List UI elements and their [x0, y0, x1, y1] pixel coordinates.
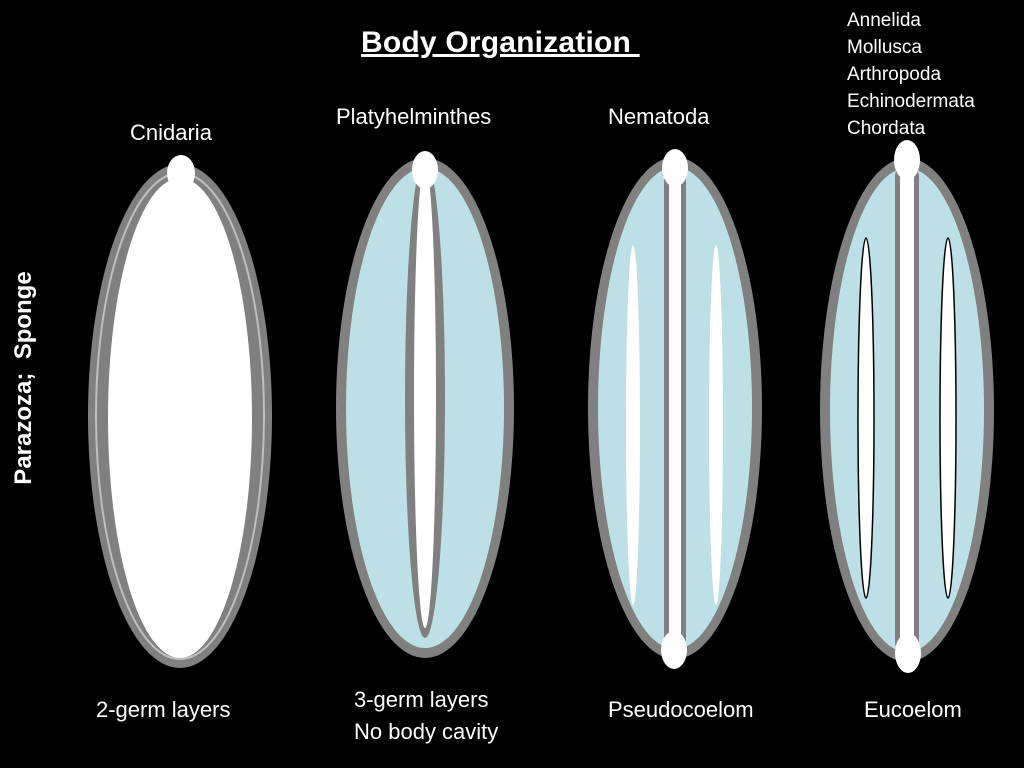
phylum-echinodermata: Echinodermata [847, 91, 975, 112]
platyhelminthes-body-plan [336, 151, 514, 658]
page-title: Body Organization [361, 26, 640, 59]
caption-eucoelomate: Eucoelom [864, 694, 962, 726]
caption-line: 2-germ layers [96, 697, 231, 722]
eucoelomate-gut [900, 168, 914, 650]
phylum-mollusca: Mollusca [847, 37, 922, 58]
eucoelomate-mouth [894, 140, 920, 180]
nematoda-mouth [662, 149, 688, 187]
eucoelomate-body-plan [820, 140, 994, 673]
caption-nematoda: Pseudocoelom [608, 694, 754, 726]
nematoda-anus [661, 631, 687, 669]
caption-platyhelminthes: 3-germ layers No body cavity [354, 684, 498, 748]
label-nematoda: Nematoda [608, 104, 710, 129]
cnidaria-body-plan [88, 155, 272, 668]
phylum-annelida: Annelida [847, 10, 921, 31]
caption-line: No body cavity [354, 719, 499, 744]
nematoda-gut [669, 172, 681, 646]
eucoelomate-anus [895, 633, 921, 673]
nematoda-body-plan [588, 149, 762, 669]
cnidaria-mouth [167, 155, 195, 191]
phyla-list: Annelida Mollusca Arthropoda Echinoderma… [847, 7, 975, 142]
caption-line: 3-germ layers [354, 687, 489, 712]
phylum-chordata: Chordata [847, 118, 926, 139]
phylum-arthropoda: Arthropoda [847, 64, 942, 85]
caption-line: Eucoelom [864, 697, 962, 722]
caption-cnidaria: 2-germ layers [96, 694, 230, 726]
eucoelom-right [939, 237, 957, 599]
caption-line: Pseudocoelom [608, 697, 754, 722]
eucoelom-left [857, 237, 875, 599]
platyhelminthes-gut [414, 164, 436, 628]
platyhelminthes-mouth [412, 151, 438, 189]
nematoda-pseudocoel-left [626, 245, 640, 605]
label-cnidaria: Cnidaria [130, 120, 212, 145]
label-platyhelminthes: Platyhelminthes [336, 104, 492, 129]
cnidaria-gut-cavity [108, 178, 252, 658]
nematoda-pseudocoel-right [709, 245, 723, 605]
